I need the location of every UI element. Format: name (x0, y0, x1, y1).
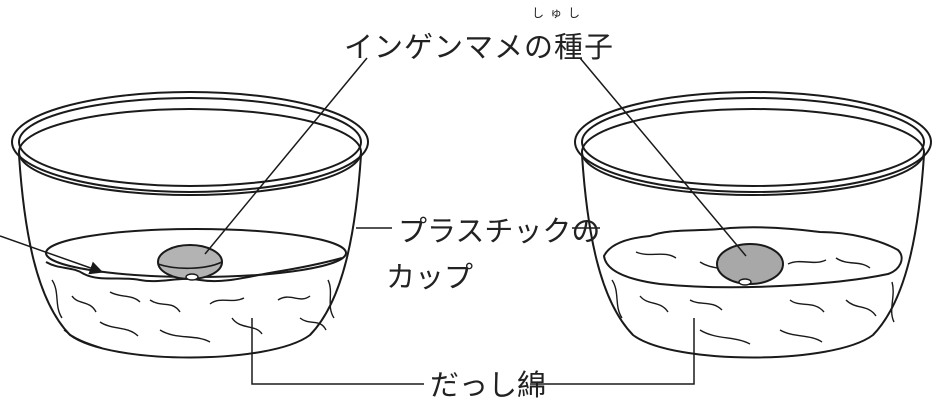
left-cup-rim-outer (12, 92, 368, 192)
seed-label: インゲンマメの種子 (344, 30, 615, 64)
left-cup-rim-lip (19, 109, 361, 195)
right-cup-rim-lip (582, 109, 924, 195)
seed-furigana: しゅし (532, 6, 587, 20)
seed-leader-right (580, 58, 746, 256)
left-cup-cotton-texture (52, 280, 334, 348)
cup-label-line1: プラスチックの (398, 214, 601, 248)
right-seed (717, 244, 783, 284)
right-cup-body (582, 155, 924, 358)
cotton-label: だっし綿 (430, 368, 547, 402)
right-cup-cotton-top (604, 227, 902, 287)
left-cup-rim-inner (19, 98, 361, 186)
left-cup-cotton-edge (46, 258, 342, 281)
leader-lines (0, 58, 746, 384)
right-cup (575, 92, 931, 358)
cup-label-line2: カップ (386, 260, 474, 294)
cotton-leader-left (252, 318, 424, 384)
left-cup (12, 92, 368, 358)
cotton-leader-right (530, 318, 694, 384)
water-arrow (0, 236, 104, 275)
left-cup-body (19, 155, 361, 358)
right-seed-hilum (739, 279, 751, 285)
left-seed-hilum (186, 274, 198, 280)
left-seed-waterline (158, 262, 222, 268)
right-cup-rim-inner (582, 98, 924, 186)
seed-leader-left (205, 58, 367, 254)
right-cup-rim-outer (575, 92, 931, 192)
